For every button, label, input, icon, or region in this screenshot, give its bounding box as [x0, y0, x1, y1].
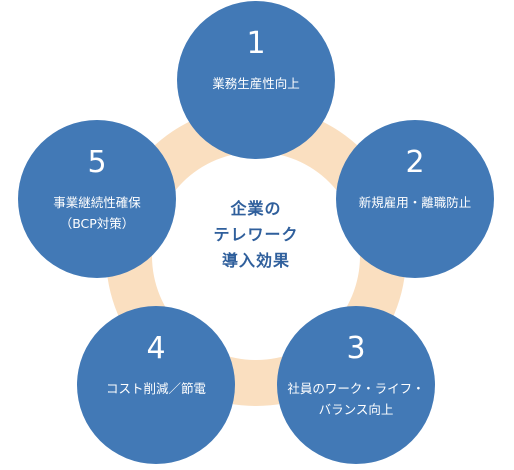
center-title-line: 導入効果	[221, 251, 290, 270]
effect-number: 3	[346, 331, 366, 366]
effect-label: コスト削減／節電	[85, 378, 227, 399]
effect-node-5: 5 事業継続性確保 （BCP対策）	[18, 120, 176, 278]
effect-number: 2	[405, 145, 425, 180]
center-title-line: テレワーク	[213, 225, 299, 244]
effect-label: 新規雇用・離職防止	[344, 192, 486, 213]
center-title: 企業の テレワーク 導入効果	[156, 196, 356, 274]
effect-label-line: 業務生産性向上	[212, 76, 300, 91]
effect-node-3: 3 社員のワーク・ライフ・ バランス向上	[277, 306, 435, 464]
effect-label-line: （BCP対策）	[59, 216, 135, 231]
effect-label-line: 事業継続性確保	[53, 195, 141, 210]
effect-label-line: 新規雇用・離職防止	[358, 195, 472, 210]
effect-number: 5	[87, 145, 107, 180]
effect-number: 1	[246, 26, 266, 61]
effect-label-line: バランス向上	[318, 402, 394, 417]
effect-label-line: 社員のワーク・ライフ・	[287, 381, 425, 396]
effect-number: 4	[146, 331, 166, 366]
effect-node-2: 2 新規雇用・離職防止	[336, 120, 494, 278]
center-title-line: 企業の	[230, 199, 282, 218]
effect-label: 業務生産性向上	[185, 73, 327, 94]
effect-label: 社員のワーク・ライフ・ バランス向上	[285, 378, 427, 420]
effect-node-4: 4 コスト削減／節電	[77, 306, 235, 464]
effect-label: 事業継続性確保 （BCP対策）	[26, 192, 168, 234]
effect-node-1: 1 業務生産性向上	[177, 1, 335, 159]
effect-label-line: コスト削減／節電	[105, 381, 206, 396]
